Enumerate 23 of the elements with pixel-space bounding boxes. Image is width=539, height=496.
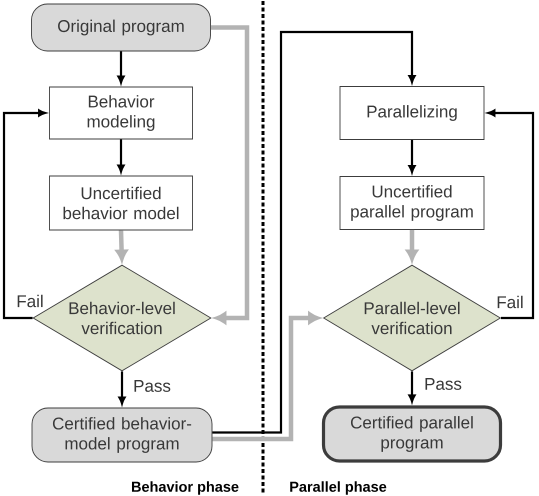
arrow — [117, 51, 125, 84]
arrow — [2, 109, 46, 320]
arrow — [488, 109, 534, 320]
rounded-box: Certified parallel program — [322, 405, 502, 463]
process-box: Uncertified behavior model — [49, 176, 193, 230]
arrow — [118, 371, 126, 404]
arrow — [117, 139, 125, 172]
arrow — [116, 230, 128, 262]
edge-label: Pass — [134, 380, 170, 392]
phase-label: Behavior phase — [132, 481, 238, 495]
process-box: Uncertified parallel program — [340, 176, 484, 230]
phase-label: Parallel phase — [290, 481, 386, 495]
rounded-box: Original program — [31, 4, 211, 52]
rounded-box: Certified behavior-model program — [32, 408, 212, 462]
arrow — [406, 230, 418, 262]
arrow — [212, 30, 416, 434]
arrow — [210, 25, 250, 324]
edge-label: Pass — [426, 378, 462, 390]
process-box: Parallelizing — [340, 86, 484, 140]
arrow — [408, 371, 416, 402]
arrow — [408, 140, 416, 173]
process-box: Behavior modeling — [49, 86, 193, 140]
arrow — [212, 312, 320, 442]
